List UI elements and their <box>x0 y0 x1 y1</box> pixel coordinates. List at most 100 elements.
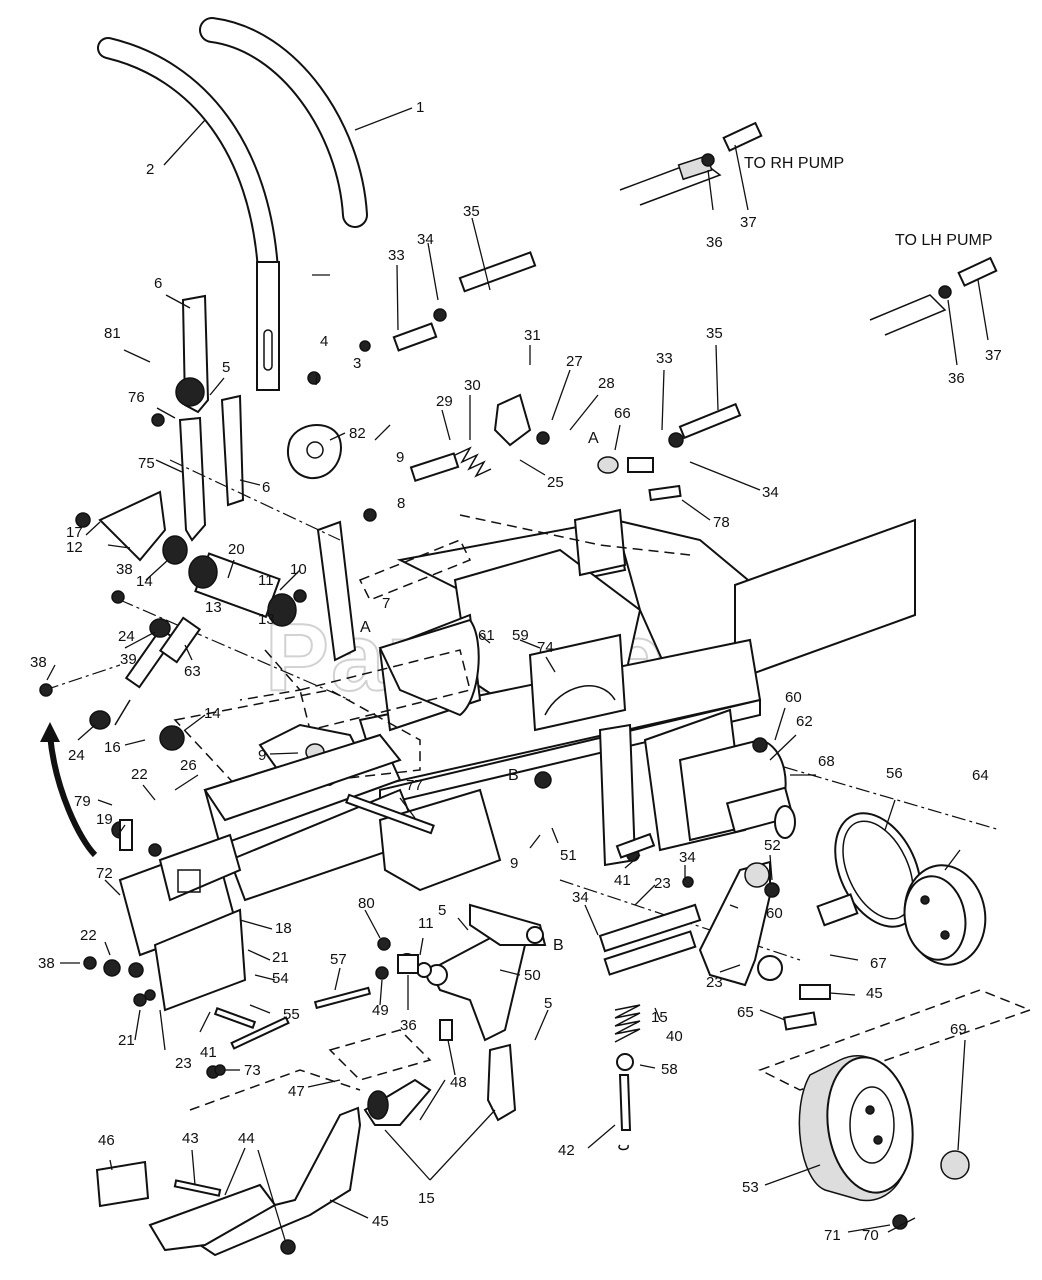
pump-62 <box>643 708 796 852</box>
callout: 20 <box>228 541 245 558</box>
callout: 43 <box>182 1130 199 1147</box>
brake-band-64 <box>816 812 922 928</box>
support-plate-74 <box>528 633 627 732</box>
callout: 23 <box>175 1055 192 1072</box>
centerline-2 <box>119 599 351 701</box>
callout: 74 <box>537 639 554 656</box>
callout: 81 <box>104 325 121 342</box>
callout: 9 <box>510 855 518 872</box>
callout: A <box>588 430 599 447</box>
callout: 41 <box>200 1044 217 1061</box>
callout: 48 <box>450 1074 467 1091</box>
callout: 21 <box>118 1032 135 1049</box>
callout: 79 <box>74 793 91 810</box>
callout: 34 <box>417 231 434 248</box>
callout: 3 <box>353 355 361 372</box>
ref-a-frame: A <box>360 619 371 636</box>
pedal-plate <box>148 1183 277 1252</box>
rod-lh-pump <box>869 256 998 336</box>
mount-plate-12 <box>98 490 167 562</box>
dashed-outline-6 <box>758 989 1033 1091</box>
callout: 6 <box>262 479 270 496</box>
pin-47 <box>439 1019 453 1041</box>
rod-35-right <box>597 402 742 502</box>
callout: 53 <box>742 1179 759 1196</box>
callout: 18 <box>275 920 292 937</box>
callout: 41 <box>614 872 631 889</box>
callout: 14 <box>204 705 221 722</box>
callout: 13 <box>258 611 275 628</box>
callout: 50 <box>524 967 541 984</box>
callout: 17 <box>66 524 83 541</box>
pin-19 <box>119 819 133 851</box>
callout: 33 <box>656 350 673 367</box>
callout: 13 <box>205 599 222 616</box>
callout: 45 <box>866 985 883 1002</box>
callout: 16 <box>104 739 121 756</box>
callout: 14 <box>136 573 153 590</box>
callout: 36 <box>400 1017 417 1034</box>
callout: 31 <box>524 327 541 344</box>
callout: 80 <box>358 895 375 912</box>
callout: 29 <box>436 393 453 410</box>
callout-labels: 1 2 3 4 5 6 81 76 75 6 82 5 17 12 14 13 … <box>30 99 1002 1244</box>
callout: 15 <box>651 1009 668 1026</box>
spacer-50 <box>397 954 419 974</box>
callout: 38 <box>116 561 133 578</box>
spring-30 <box>409 393 532 483</box>
callout: 7 <box>382 595 390 612</box>
callout: 38 <box>30 654 47 671</box>
callout: 36 <box>948 370 965 387</box>
callout: 22 <box>80 927 97 944</box>
callout: 37 <box>740 214 757 231</box>
callout: 22 <box>131 766 148 783</box>
callout: 57 <box>330 951 347 968</box>
handle-bar-left <box>97 37 280 391</box>
callout: 45 <box>372 1213 389 1230</box>
callout: 27 <box>566 353 583 370</box>
callout: 62 <box>796 713 813 730</box>
callout: 2 <box>146 161 154 178</box>
callout: 12 <box>66 539 83 556</box>
callout: 15 <box>418 1190 435 1207</box>
callout: 34 <box>762 484 779 501</box>
ref-b-hitch: B <box>553 937 564 954</box>
eyebolt-53 <box>618 1074 632 1131</box>
callout: 24 <box>68 747 85 764</box>
rod-35-top <box>392 251 537 352</box>
clevis-47 <box>486 1043 517 1122</box>
callout: 54 <box>272 970 289 987</box>
callout: 4 <box>320 333 328 350</box>
callout: 51 <box>560 847 577 864</box>
dashed-outline-5 <box>239 649 302 701</box>
callout: 19 <box>96 811 113 828</box>
hub-cap-71 <box>940 1150 970 1180</box>
callout: 40 <box>666 1028 683 1045</box>
callout: 37 <box>985 347 1002 364</box>
callout: 63 <box>184 663 201 680</box>
plate-A <box>378 618 480 717</box>
callout: 28 <box>598 375 615 392</box>
callout: 23 <box>654 875 671 892</box>
callout: 76 <box>128 389 145 406</box>
callout: 5 <box>222 359 230 376</box>
callout: 66 <box>614 405 631 422</box>
rod-44 <box>173 1179 222 1197</box>
note-to-rh-pump: TO RH PUMP <box>744 155 844 172</box>
link-bar <box>598 903 702 953</box>
callout: 61 <box>478 627 495 644</box>
knob-81 <box>175 377 205 407</box>
callout: 35 <box>706 325 723 342</box>
callout: 46 <box>98 1132 115 1149</box>
dashed-outline-1 <box>358 539 472 601</box>
callout: 24 <box>118 628 135 645</box>
callout: 1 <box>416 99 424 116</box>
bolt-52 <box>615 832 656 859</box>
callout: 44 <box>238 1130 255 1147</box>
callout: 38 <box>38 955 55 972</box>
rod-77 <box>345 793 435 835</box>
callout: 8 <box>397 495 405 512</box>
callout: 5 <box>438 902 446 919</box>
callout: 34 <box>679 849 696 866</box>
main-frame <box>203 508 916 902</box>
